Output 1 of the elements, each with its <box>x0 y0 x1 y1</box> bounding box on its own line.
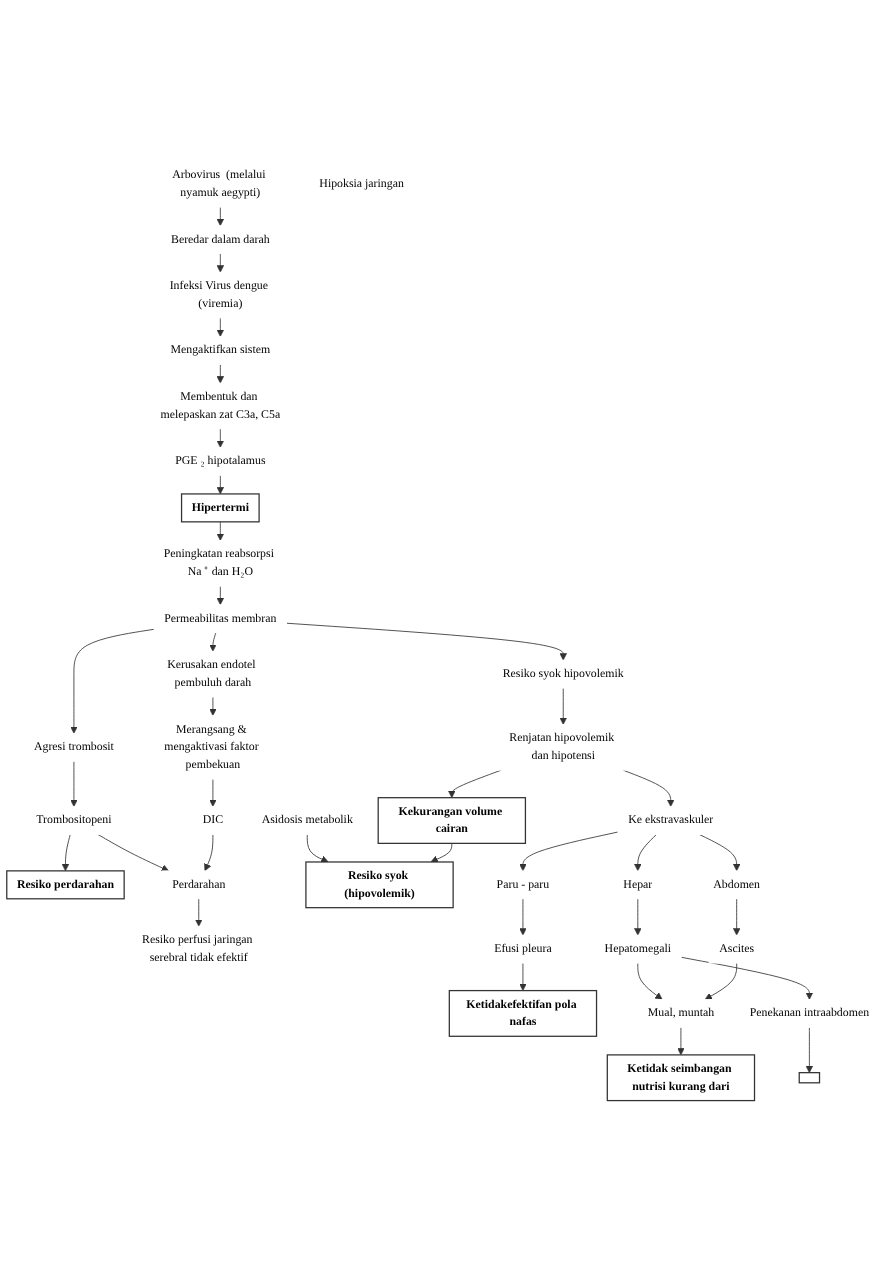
node-box <box>798 1072 821 1084</box>
